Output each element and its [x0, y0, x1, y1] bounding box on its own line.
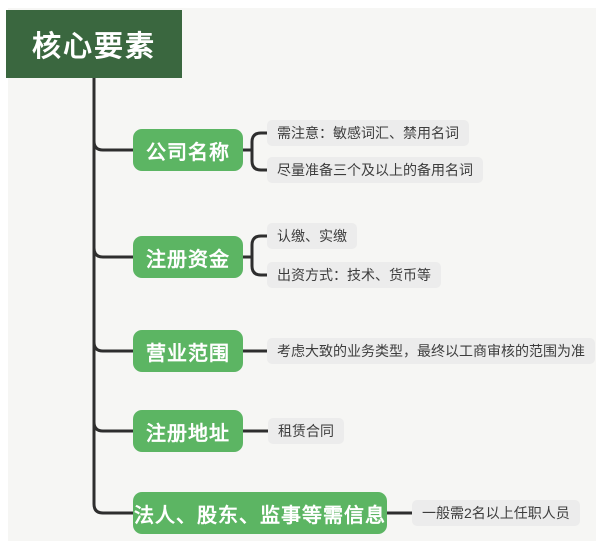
leaf-staff-requirement: 一般需2名以上任职人员: [412, 500, 580, 526]
branch-node-business-scope: 营业范围: [133, 330, 243, 372]
leaf-subscribed-paid: 认缴、实缴: [267, 223, 357, 249]
branch-node-company-name: 公司名称: [133, 129, 243, 171]
leaf-contribution-method: 出资方式：技术、货币等: [267, 262, 441, 288]
branch-node-personnel-info: 法人、股东、监事等需信息: [133, 492, 387, 534]
leaf-sensitive-words: 需注意：敏感词汇、禁用名词: [267, 120, 469, 146]
leaf-business-type: 考虑大致的业务类型，最终以工商审核的范围为准: [267, 338, 595, 364]
mindmap-root-node: 核心要素: [6, 10, 182, 78]
branch-node-registered-capital: 注册资金: [133, 236, 243, 278]
leaf-lease-contract: 租赁合同: [268, 418, 344, 444]
leaf-backup-names: 尽量准备三个及以上的备用名词: [267, 157, 483, 183]
branch-node-registered-address: 注册地址: [133, 410, 243, 452]
